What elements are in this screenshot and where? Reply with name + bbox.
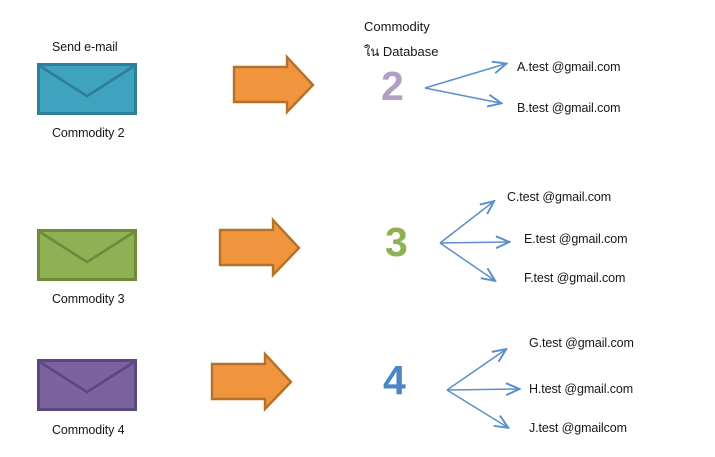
envelope-caption-commodity-2: Commodity 2 (52, 126, 125, 140)
envelope-icon-commodity-4 (37, 359, 137, 411)
recipient-email: B.test @gmail.com (517, 101, 621, 115)
commodity-header-line2: ใน Database (364, 44, 439, 59)
commodity-header-line1: Commodity (364, 19, 430, 34)
envelope-caption-commodity-3: Commodity 3 (52, 292, 125, 306)
recipient-count-commodity-4: 4 (383, 357, 406, 403)
recipient-email: E.test @gmail.com (524, 232, 628, 246)
right-block-arrow-icon-row-2 (218, 216, 301, 278)
right-block-arrow-icon-row-3 (210, 350, 293, 412)
recipient-email: H.test @gmail.com (529, 382, 634, 396)
recipient-email: C.test @gmail.com (507, 190, 612, 204)
envelope-flap (40, 66, 134, 112)
recipient-count-commodity-3: 3 (385, 219, 408, 265)
send-email-header: Send e-mail (52, 40, 118, 54)
envelope-icon-commodity-2 (37, 63, 137, 115)
connector-arrow-icon-row-1 (424, 64, 505, 103)
recipient-email: J.test @gmailcom (529, 421, 627, 435)
envelope-icon-commodity-3 (37, 229, 137, 281)
envelope-caption-commodity-4: Commodity 4 (52, 423, 125, 437)
recipient-email: A.test @gmail.com (517, 60, 621, 74)
recipient-email: G.test @gmail.com (529, 336, 634, 350)
envelope-flap (40, 362, 134, 408)
recipient-count-commodity-2: 2 (381, 63, 404, 109)
envelope-flap (40, 232, 134, 278)
recipient-email: F.test @gmail.com (524, 271, 626, 285)
connector-arrow-icon-row-3 (446, 350, 518, 427)
right-block-arrow-icon-row-1 (232, 53, 315, 115)
connector-arrow-icon-row-2 (439, 202, 508, 280)
